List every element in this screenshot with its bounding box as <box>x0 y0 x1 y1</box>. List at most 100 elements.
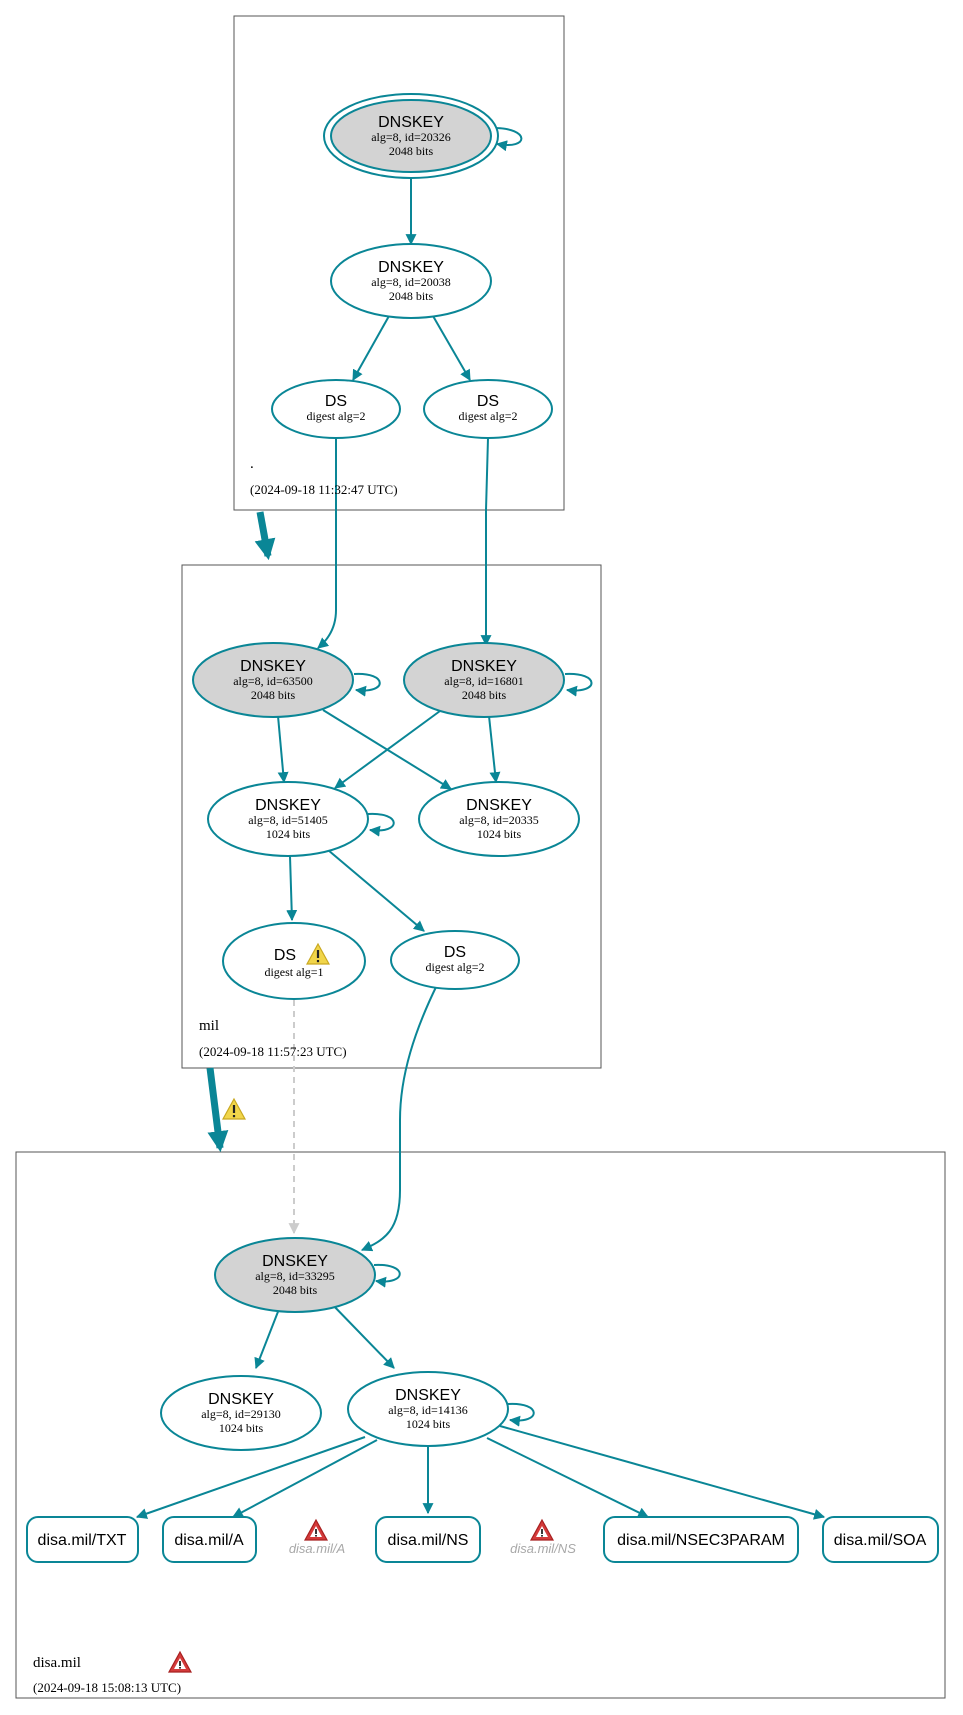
node-bits-label: 2048 bits <box>462 688 507 702</box>
zone-root-timestamp: (2024-09-18 11:32:47 UTC) <box>250 482 398 497</box>
ghost-rrset-a[interactable]: disa.mil/A <box>289 1518 345 1556</box>
self-loop-mil-zsk1 <box>367 812 395 837</box>
edge-root-zsk-to-ds1 <box>352 315 390 381</box>
node-disa-zsk2[interactable]: DNSKEY alg=8, id=14136 1024 bits <box>347 1371 509 1447</box>
zone-disa-box <box>15 1151 946 1699</box>
edge-mil-ksk1-to-zsk1 <box>277 715 289 784</box>
node-detail-label: alg=8, id=51405 <box>248 813 328 827</box>
edge-root-ds1-to-mil-ksk1 <box>317 438 337 649</box>
node-disa-ksk[interactable]: DNSKEY alg=8, id=33295 2048 bits <box>214 1237 376 1313</box>
zone-mil-box <box>181 564 602 1069</box>
zone-mil-name: mil <box>199 1018 219 1034</box>
node-root-ksk[interactable]: DNSKEY alg=8, id=20326 2048 bits <box>323 93 499 179</box>
node-bits-label: 1024 bits <box>406 1417 451 1431</box>
edge-root-ds2-to-mil-ksk2 <box>480 437 492 647</box>
edge-mil-zsk1-to-ds1 <box>286 855 298 922</box>
node-bits-label: 1024 bits <box>266 827 311 841</box>
node-type-label: DNSKEY <box>378 259 444 276</box>
node-root-ds2[interactable]: DS digest alg=2 <box>423 379 553 439</box>
node-type-label: DNSKEY <box>262 1253 328 1270</box>
zone-root-box <box>233 15 565 511</box>
self-loop-root-ksk <box>493 127 523 152</box>
node-mil-ksk1[interactable]: DNSKEY alg=8, id=63500 2048 bits <box>192 642 354 718</box>
rrset-label: disa.mil/A <box>174 1532 244 1549</box>
edge-disa-ksk-to-zsk1 <box>254 1303 282 1370</box>
ds-warning-icon <box>305 942 331 965</box>
edge-disa-ksk-to-zsk2 <box>327 1299 395 1369</box>
node-type-label: DS <box>274 947 296 964</box>
node-type-label: DS <box>444 944 466 961</box>
node-bits-label: 2048 bits <box>251 688 296 702</box>
node-type-label: DNSKEY <box>378 114 444 131</box>
self-loop-mil-ksk1 <box>353 672 381 697</box>
edge-disa-zsk2-to-soa <box>499 1425 826 1520</box>
ghost-rrset-label: disa.mil/A <box>289 1541 345 1556</box>
node-detail-label: digest alg=2 <box>306 409 365 423</box>
error-icon <box>303 1518 329 1541</box>
edge-mil-ksk2-to-zsk2 <box>488 715 501 784</box>
rrset-soa[interactable]: disa.mil/SOA <box>822 1516 939 1563</box>
rrset-nsec3param[interactable]: disa.mil/NSEC3PARAM <box>603 1516 799 1563</box>
delegation-mil-to-disa-arrow <box>206 1067 229 1153</box>
zone-root-name: . <box>250 456 254 472</box>
node-bits-label: 2048 bits <box>273 1283 318 1297</box>
node-detail-label: alg=8, id=29130 <box>201 1407 281 1421</box>
self-loop-mil-ksk2 <box>564 672 593 697</box>
zone-disa-timestamp: (2024-09-18 15:08:13 UTC) <box>33 1680 181 1695</box>
edge-mil-ksk2-to-zsk1 <box>334 710 441 789</box>
edge-disa-zsk2-to-nsec3param <box>486 1437 649 1518</box>
edge-mil-zsk1-to-ds2 <box>327 849 425 932</box>
node-bits-label: 2048 bits <box>389 289 434 303</box>
node-bits-label: 2048 bits <box>389 144 434 158</box>
rrset-a[interactable]: disa.mil/A <box>162 1516 257 1563</box>
node-detail-label: alg=8, id=63500 <box>233 674 313 688</box>
rrset-txt[interactable]: disa.mil/TXT <box>26 1516 139 1563</box>
edge-disa-zsk2-to-a <box>232 1439 378 1518</box>
ghost-rrset-label: disa.mil/NS <box>510 1541 576 1556</box>
rrset-ns[interactable]: disa.mil/NS <box>375 1516 481 1563</box>
ghost-rrset-ns[interactable]: disa.mil/NS <box>510 1518 576 1556</box>
node-bits-label: 1024 bits <box>477 827 522 841</box>
node-detail-label: alg=8, id=16801 <box>444 674 524 688</box>
node-type-label: DNSKEY <box>240 658 306 675</box>
node-root-zsk[interactable]: DNSKEY alg=8, id=20038 2048 bits <box>330 243 492 319</box>
zone-mil-timestamp: (2024-09-18 11:57:23 UTC) <box>199 1044 347 1059</box>
zone-disa-name: disa.mil <box>33 1655 81 1671</box>
node-type-label: DS <box>477 393 499 410</box>
node-type-label: DNSKEY <box>255 797 321 814</box>
node-bits-label: 1024 bits <box>219 1421 264 1435</box>
edge-root-zsk-to-ds2 <box>432 315 471 381</box>
edge-mil-ds2-to-disa-ksk <box>360 984 438 1252</box>
node-type-label: DNSKEY <box>395 1387 461 1404</box>
rrset-label: disa.mil/SOA <box>834 1532 927 1549</box>
node-detail-label: alg=8, id=20038 <box>371 275 451 289</box>
node-type-label: DS <box>325 393 347 410</box>
rrset-label: disa.mil/NSEC3PARAM <box>617 1532 785 1549</box>
node-type-label: DNSKEY <box>466 797 532 814</box>
self-loop-disa-ksk <box>373 1263 401 1288</box>
node-mil-zsk1[interactable]: DNSKEY alg=8, id=51405 1024 bits <box>207 781 369 857</box>
node-detail-label: alg=8, id=14136 <box>388 1403 468 1417</box>
node-mil-ds1[interactable]: DS digest alg=1 <box>222 922 366 1000</box>
rrset-label: disa.mil/NS <box>388 1532 469 1549</box>
edge-disa-zsk2-to-txt <box>135 1436 366 1519</box>
node-mil-zsk2[interactable]: DNSKEY alg=8, id=20335 1024 bits <box>418 781 580 857</box>
self-loop-disa-zsk2 <box>507 1402 535 1427</box>
node-mil-ds2[interactable]: DS digest alg=2 <box>390 930 520 990</box>
rrset-label: disa.mil/TXT <box>38 1532 127 1549</box>
node-root-ds1[interactable]: DS digest alg=2 <box>271 379 401 439</box>
node-detail-label: alg=8, id=20335 <box>459 813 539 827</box>
node-type-label: DNSKEY <box>208 1391 274 1408</box>
delegation-root-to-mil-arrow <box>254 511 276 561</box>
node-detail-label: digest alg=2 <box>425 960 484 974</box>
node-mil-ksk2[interactable]: DNSKEY alg=8, id=16801 2048 bits <box>403 642 565 718</box>
node-detail-label: digest alg=2 <box>458 409 517 423</box>
node-detail-label: digest alg=1 <box>264 965 323 979</box>
delegation-warning-icon <box>221 1097 247 1120</box>
node-type-label: DNSKEY <box>451 658 517 675</box>
node-disa-zsk1[interactable]: DNSKEY alg=8, id=29130 1024 bits <box>160 1375 322 1451</box>
node-detail-label: alg=8, id=33295 <box>255 1269 335 1283</box>
error-icon <box>529 1518 555 1541</box>
zone-error-icon <box>167 1650 193 1673</box>
